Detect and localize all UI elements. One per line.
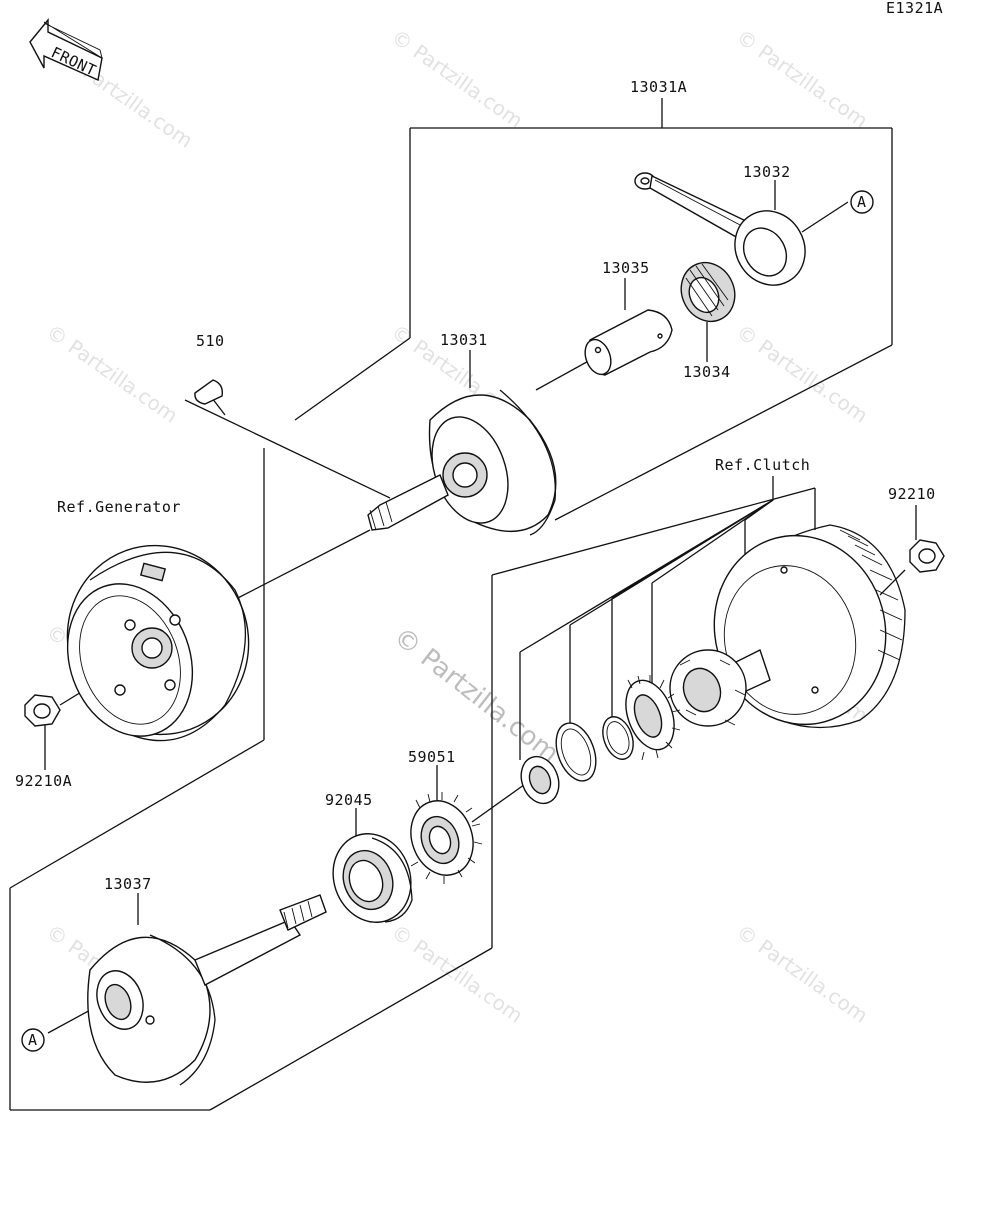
callout-a-top: A <box>850 190 874 214</box>
label-92045: 92045 <box>325 791 373 809</box>
watermark: © Partzilla.com <box>387 24 527 132</box>
label-92210A: 92210A <box>15 772 72 790</box>
nut-92210 <box>909 539 945 573</box>
thrust-ring <box>555 722 597 782</box>
crank-pin-13035 <box>584 309 673 376</box>
bracket-lines <box>9 98 893 1111</box>
callout-a-label: A <box>857 193 867 211</box>
label-13034: 13034 <box>683 363 731 381</box>
watermark: © Partzilla.com <box>732 319 872 427</box>
crankshaft-13037 <box>87 894 327 1086</box>
label-13035: 13035 <box>602 259 650 277</box>
generator-rotor <box>66 544 250 742</box>
nut-92210A <box>24 694 61 727</box>
label-92210: 92210 <box>888 485 936 503</box>
connecting-rod-13032 <box>634 172 806 286</box>
label-13031A: 13031A <box>630 78 687 96</box>
woodruff-key-510 <box>194 379 223 405</box>
callout-a-label: A <box>28 1031 38 1049</box>
label-13031: 13031 <box>440 331 488 349</box>
needle-bearing-13034 <box>680 261 736 323</box>
watermark: © Partzilla.com <box>732 919 872 1027</box>
gear-59051 <box>410 792 483 884</box>
diagram-code: E1321A <box>886 0 943 17</box>
label-ref-clutch: Ref.Clutch <box>715 456 810 474</box>
watermark: © Partzilla.com <box>42 319 182 427</box>
part-labels: 13031A 13032 13035 13034 13031 510 Ref.C… <box>15 78 936 893</box>
front-arrow-icon: FRONT <box>29 18 103 82</box>
watermark-center: © Partzilla.com <box>388 622 565 769</box>
label-13037: 13037 <box>104 875 152 893</box>
label-ref-generator: Ref.Generator <box>57 498 181 516</box>
leader-lines <box>44 180 917 1034</box>
label-13032: 13032 <box>743 163 791 181</box>
collar <box>520 755 560 805</box>
callout-a-bottom: A <box>21 1028 45 1052</box>
crankshaft-13031 <box>367 389 557 536</box>
watermark: © Partzilla.com <box>387 919 527 1027</box>
label-59051: 59051 <box>408 748 456 766</box>
clutch-housing <box>669 524 906 729</box>
label-510: 510 <box>196 332 225 350</box>
snap-ring <box>602 716 634 760</box>
ball-bearing-92045 <box>332 833 413 923</box>
clutch-gear <box>625 675 681 761</box>
watermark: © Partzilla.com <box>732 24 872 132</box>
